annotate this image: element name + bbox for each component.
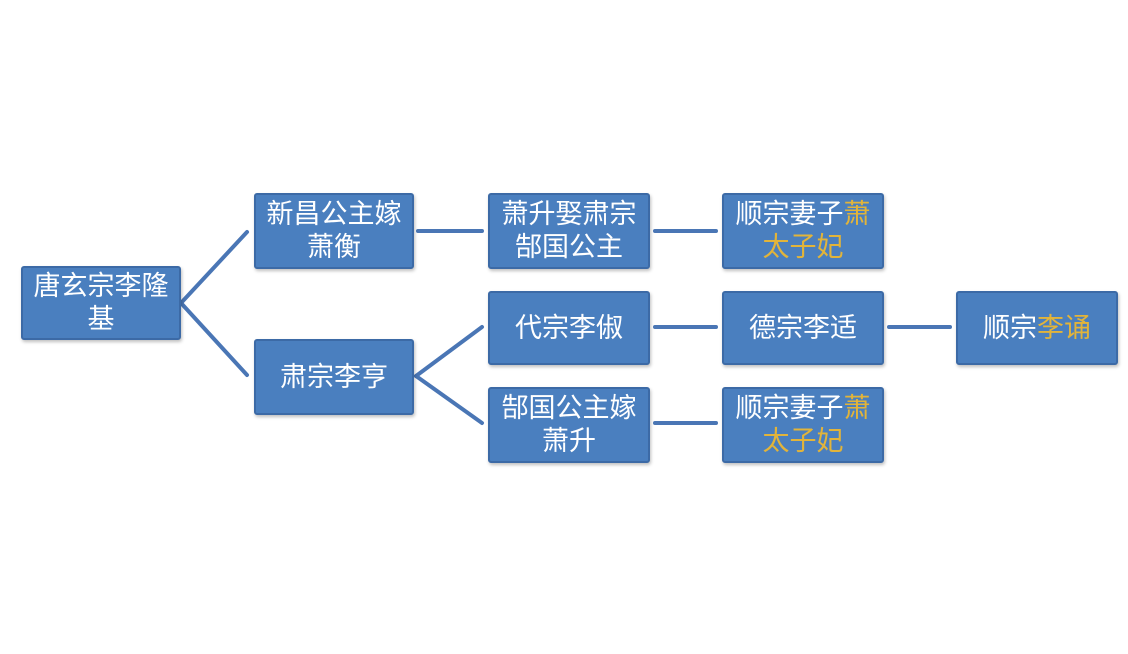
connector-suzong-gaoguo: [414, 374, 484, 425]
node-gaoguo-label: 郜国公主嫁萧升: [501, 393, 637, 457]
node-xinchang-label: 新昌公主嫁萧衡: [266, 199, 402, 263]
node-dezong: 德宗李适: [722, 291, 884, 365]
node-shunzong-wife-2-highlight: 萧太子妃: [762, 393, 871, 457]
node-suzong-label: 肃宗李亨: [280, 361, 388, 393]
connector-suzong-daizong: [414, 325, 484, 378]
node-shunzong-label: 顺宗李诵: [983, 312, 1091, 345]
node-shunzong-wife-2-label: 顺宗妻子萧太子妃: [726, 392, 880, 458]
node-shunzong-wife-1-label: 顺宗妻子萧太子妃: [726, 198, 880, 264]
connector-xuanzong-xinchang: [179, 230, 249, 305]
node-xinchang: 新昌公主嫁萧衡: [254, 193, 414, 269]
node-shunzong-highlight: 李诵: [1037, 312, 1091, 344]
node-shunzong-wife-1: 顺宗妻子萧太子妃: [722, 193, 884, 269]
node-shunzong: 顺宗李诵: [956, 291, 1118, 365]
node-xiaosheng-marry: 萧升娶肃宗郜国公主: [488, 193, 650, 269]
node-xiaosheng-marry-label: 萧升娶肃宗郜国公主: [501, 199, 637, 263]
node-shunzong-wife-1-prefix: 顺宗妻子: [735, 199, 844, 230]
node-suzong: 肃宗李亨: [254, 339, 414, 415]
node-daizong-label: 代宗李俶: [515, 312, 623, 344]
node-xuanzong-label: 唐玄宗李隆基: [33, 271, 169, 335]
node-dezong-label: 德宗李适: [749, 312, 857, 344]
node-xuanzong: 唐玄宗李隆基: [21, 266, 181, 340]
node-shunzong-wife-1-highlight: 萧太子妃: [762, 199, 871, 263]
connector-xuanzong-suzong: [179, 301, 249, 377]
node-daizong: 代宗李俶: [488, 291, 650, 365]
node-shunzong-wife-2: 顺宗妻子萧太子妃: [722, 387, 884, 463]
node-gaoguo: 郜国公主嫁萧升: [488, 387, 650, 463]
node-shunzong-wife-2-prefix: 顺宗妻子: [735, 393, 844, 424]
node-shunzong-prefix: 顺宗: [983, 312, 1037, 344]
